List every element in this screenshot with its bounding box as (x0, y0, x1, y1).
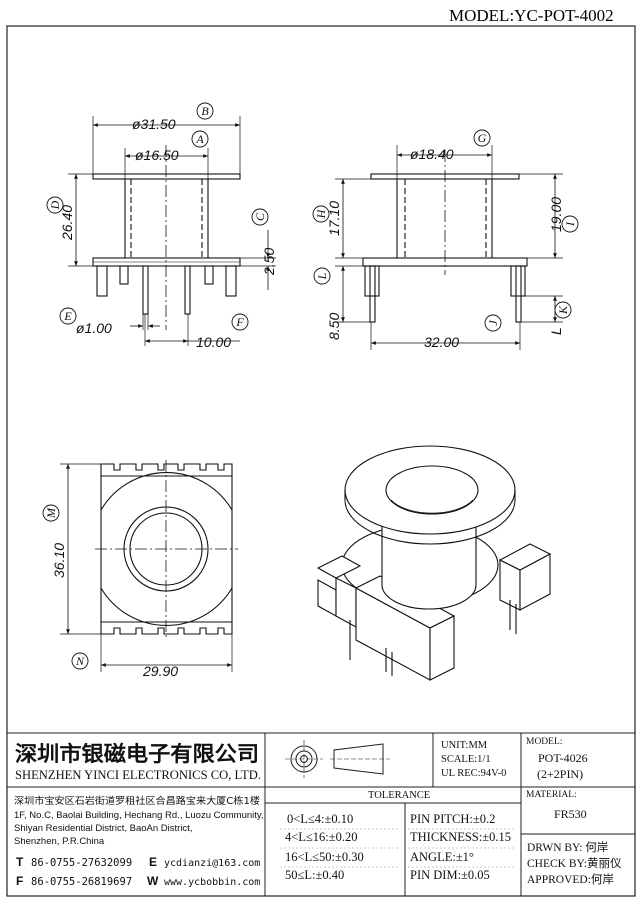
pin-pitch-tolerance: PIN PITCH:±0.2 (410, 812, 495, 826)
dim-side-l: L (548, 327, 564, 335)
tel-label: T (16, 855, 24, 869)
callout-d-circle (46, 196, 64, 214)
title-block (7, 732, 635, 896)
callout-c-circle (251, 208, 269, 226)
approved-by: APPROVED:何岸 (527, 873, 614, 886)
company-name-en: SHENZHEN YINCI ELECTRONICS CO, LTD. (15, 768, 261, 782)
unit-label: UNIT:MM (441, 740, 488, 751)
tolerance-row-3: 16<L≤50:±0.30 (285, 850, 364, 864)
callout-a-circle (191, 130, 209, 148)
drawn-by: DRWN BY: 何岸 (527, 841, 608, 854)
dim-top-width: 29.90 (142, 663, 178, 679)
callout-l: L (315, 272, 329, 280)
company-name-cn: 深圳市银磁电子有限公司 (15, 742, 259, 766)
callout-a: A (195, 132, 204, 146)
callout-j-circle (484, 314, 502, 332)
model-value: POT-4026 (538, 751, 588, 765)
model-label: MODEL: (526, 737, 562, 747)
callout-b-circle (196, 102, 214, 120)
pin-dim-tolerance: PIN DIM:±0.05 (410, 868, 490, 882)
scale-label: SCALE:1/1 (441, 754, 491, 765)
callout-k: K (556, 305, 570, 315)
tolerance-row-1: 0<L≤4:±0.10 (287, 812, 353, 826)
material-label: MATERIAL: (526, 790, 577, 800)
callout-c: C (253, 212, 267, 221)
model-header: MODEL:YC-POT-4002 (449, 6, 614, 25)
dim-outer-diameter: ø31.50 (132, 116, 176, 132)
callout-n: N (75, 654, 85, 668)
callout-b: B (201, 104, 209, 118)
callout-k-circle (554, 301, 572, 319)
callout-h-circle (312, 205, 330, 223)
tolerance-row-2: 4<L≤16:±0.20 (285, 830, 358, 844)
dim-side-h1: 17.10 (326, 201, 342, 236)
dim-top-height: 36.10 (51, 543, 67, 578)
address-en-1: 1F, No.C, Baolai Building, Hechang Rd., … (14, 810, 264, 821)
callout-h: H (314, 208, 328, 219)
callout-m-circle (42, 504, 60, 522)
callout-j: J (486, 320, 500, 326)
dim-inner-diameter: ø16.50 (135, 147, 179, 163)
fax-label: F (16, 874, 23, 888)
email-label: E (149, 855, 157, 869)
side-view (335, 145, 563, 350)
address-en-2: Shiyan Residential District, BaoAn Distr… (14, 823, 192, 834)
fax-number: 86-0755-26819697 (31, 876, 132, 888)
ul-rec-label: UL REC:94V-0 (441, 768, 506, 779)
callout-g-circle (473, 129, 491, 147)
dim-side-h2: 19.00 (548, 197, 564, 232)
dim-core-diameter: ø18.40 (410, 146, 454, 162)
web-label: W (147, 874, 159, 888)
callout-n-circle (71, 652, 89, 670)
callout-f-circle (231, 313, 249, 331)
address-cn: 深圳市宝安区石岩街道罗租社区合昌路宝来大厦C栋1楼 (14, 795, 261, 807)
callout-i: I (563, 221, 577, 227)
dim-front-height: 26.40 (59, 205, 75, 241)
tolerance-row-4: 50≤L:±0.40 (285, 868, 344, 882)
dim-pin-diameter: ø1.00 (76, 320, 112, 336)
callout-e: E (63, 309, 72, 323)
callout-i-circle (561, 215, 579, 233)
dim-pin-span: 10.00 (196, 334, 231, 350)
angle-tolerance: ANGLE:±1° (410, 850, 474, 864)
material-value: FR530 (554, 807, 587, 821)
callout-l-circle (313, 267, 331, 285)
tolerance-title: TOLERANCE (368, 790, 430, 801)
model-sub: (2+2PIN) (537, 767, 583, 781)
drawing-border (6, 25, 636, 897)
thickness-tolerance: THICKNESS:±0.15 (410, 830, 511, 844)
checked-by: CHECK BY:黄丽仪 (527, 856, 622, 870)
callout-d: D (48, 200, 62, 210)
address-en-3: Shenzhen, P.R.China (14, 836, 105, 847)
callout-e-circle (59, 307, 77, 325)
dim-side-width: 32.00 (424, 334, 459, 350)
dim-pin-length: 8.50 (326, 313, 342, 340)
callout-g: G (478, 131, 487, 145)
top-view (60, 460, 238, 672)
email-address: ycdianzi@163.com (164, 858, 260, 869)
web-address: www.ycbobbin.com (164, 877, 260, 888)
isometric-view (316, 445, 552, 681)
tel-number: 86-0755-27632099 (31, 857, 132, 869)
dim-flange-thickness: 2.50 (261, 248, 277, 276)
callout-f: F (235, 315, 244, 329)
callout-m: M (44, 507, 58, 519)
front-view (68, 116, 276, 346)
